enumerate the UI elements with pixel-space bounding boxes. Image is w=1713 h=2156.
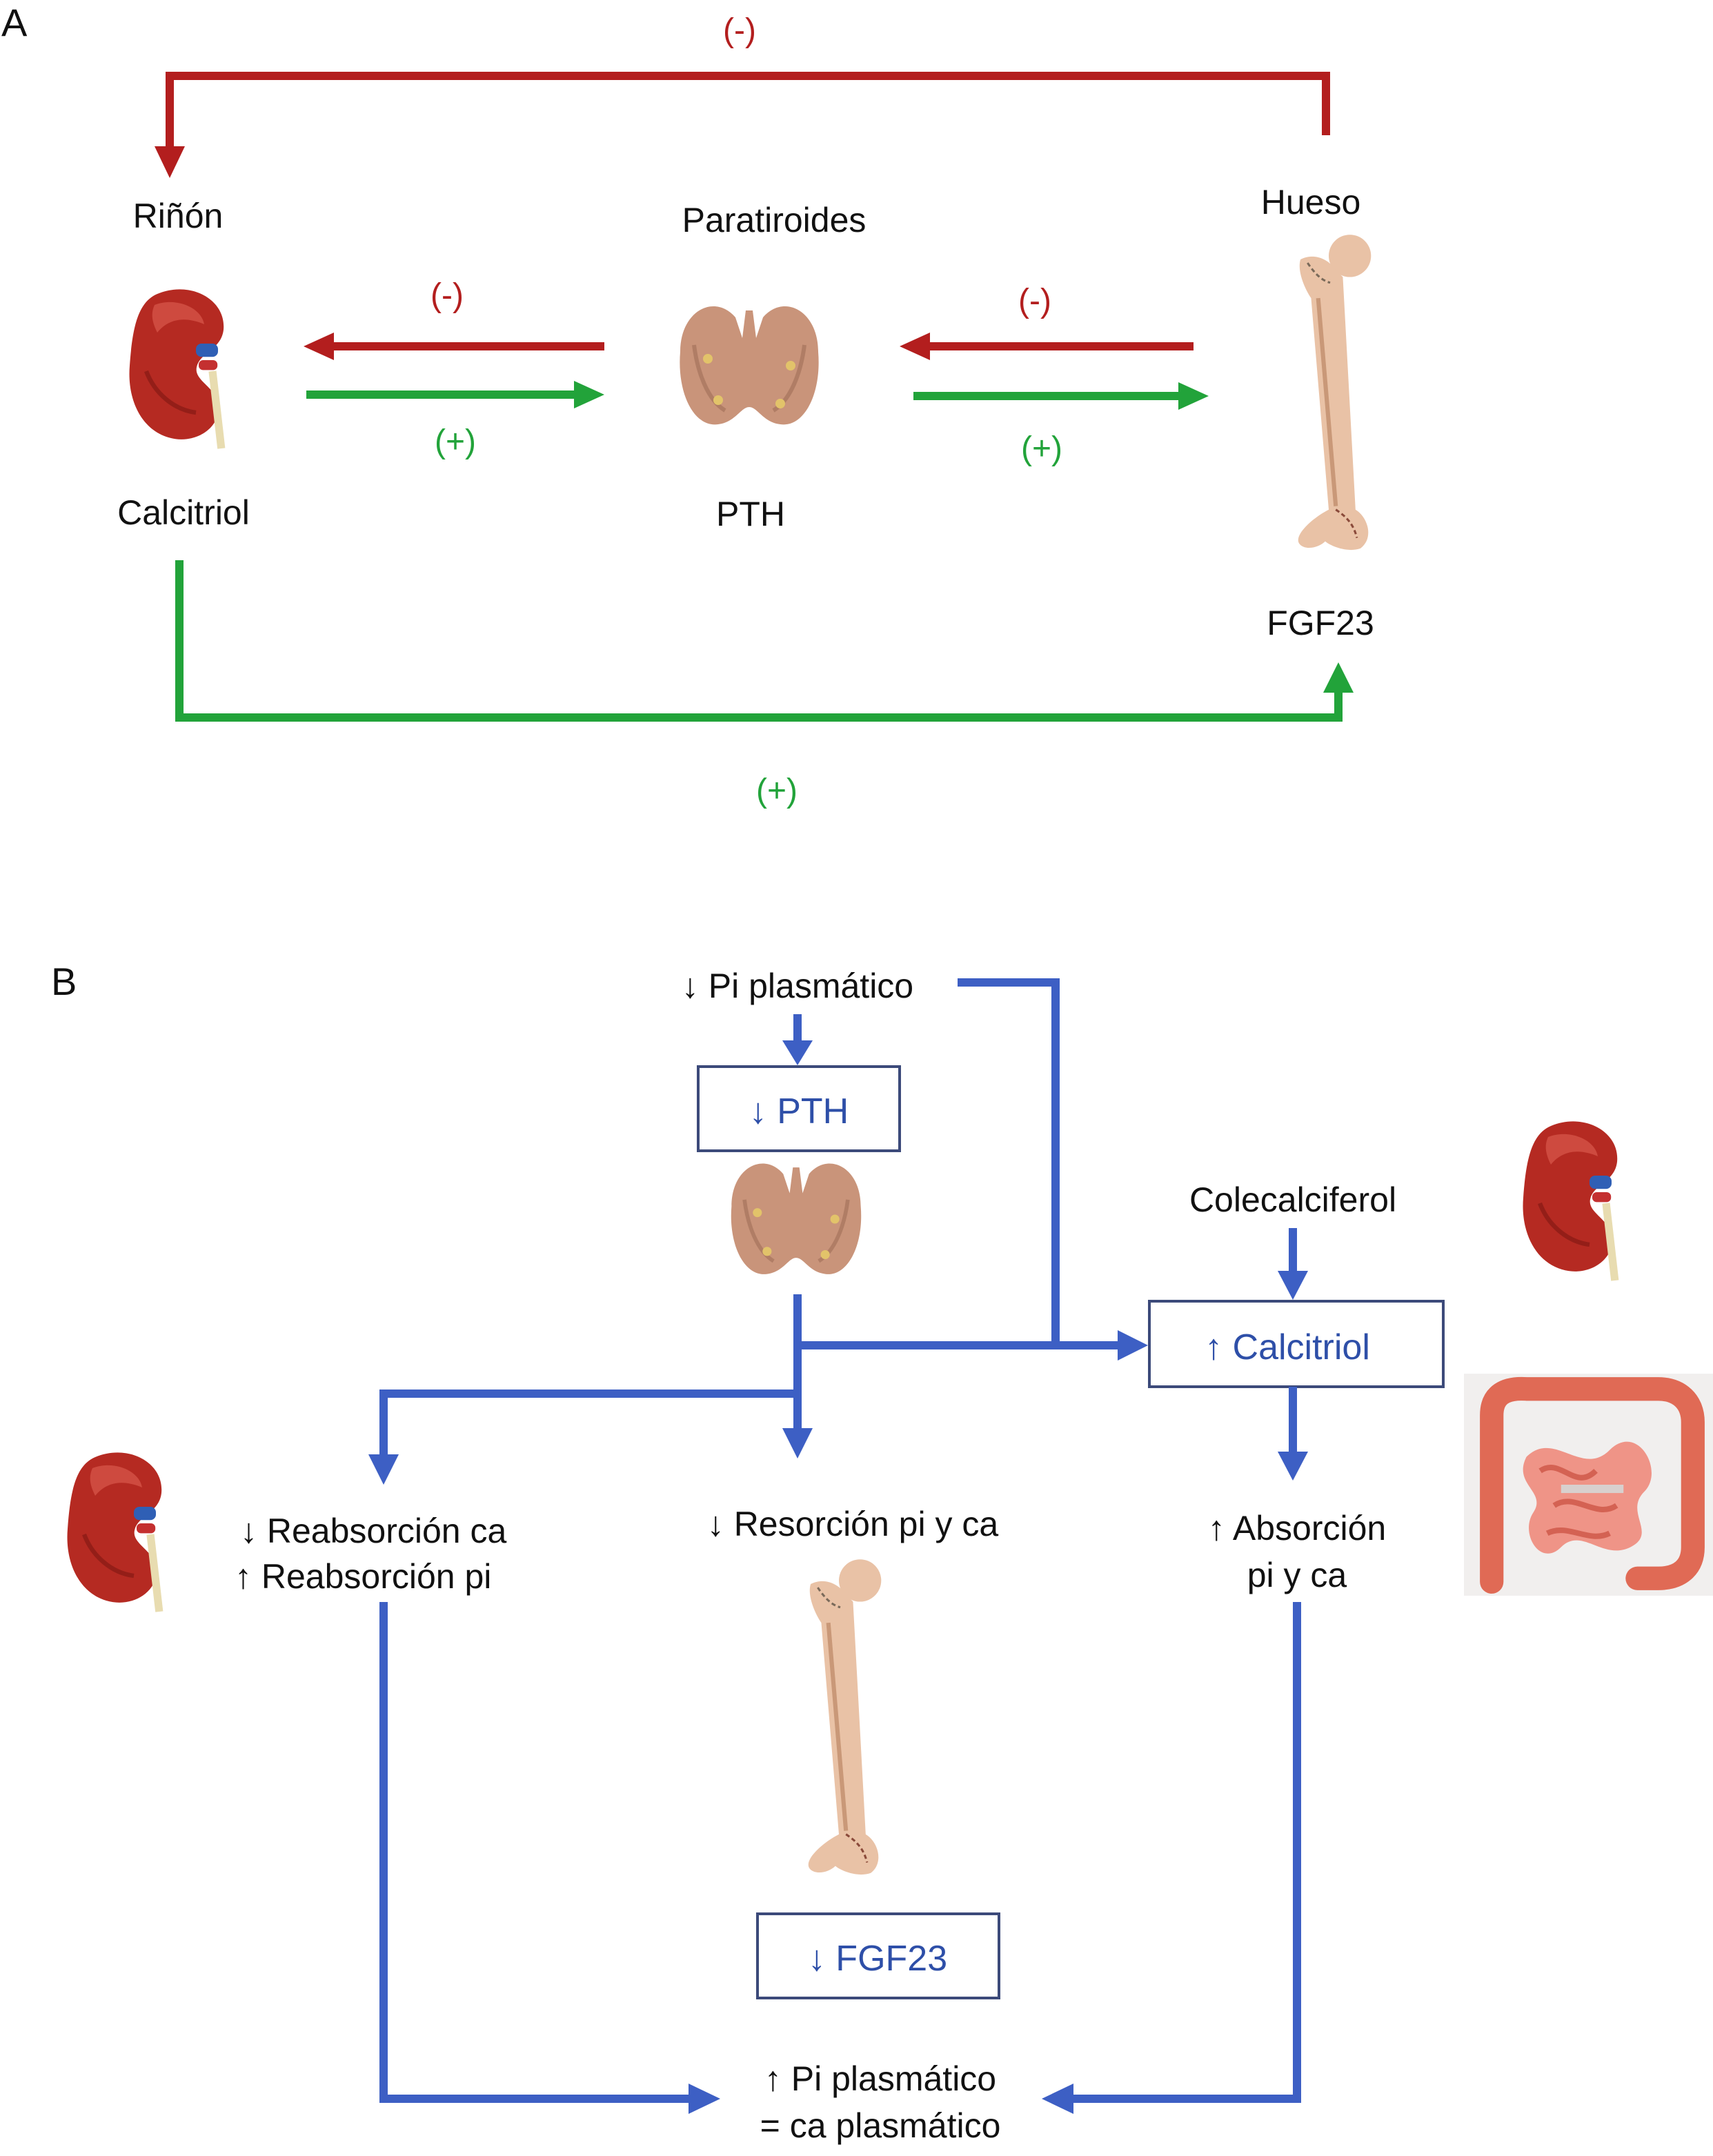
colecalciferol-label: Colecalciferol	[1189, 1180, 1396, 1219]
arrowhead-right-red	[900, 333, 930, 360]
parathyroid-label: Paratiroides	[682, 201, 867, 239]
arrow-reabsorcion-to-result	[379, 1602, 690, 2103]
left-stimulate-sign: (+)	[435, 424, 476, 460]
parathyroid-icon	[731, 1163, 861, 1274]
reabsorcion-ca-label: ↓ Reabsorción ca	[240, 1512, 506, 1550]
arrowhead-reabsorcion	[368, 1454, 399, 1485]
arrowhead-pi-to-pth	[782, 1040, 813, 1065]
panel-b-label: B	[51, 960, 77, 1003]
intestine-icon	[1464, 1374, 1713, 1596]
bone-label: Hueso	[1261, 183, 1361, 221]
panel-a-label: A	[1, 1, 28, 44]
pi-plasma-down-label: ↓ Pi plasmático	[682, 967, 913, 1005]
reabsorcion-pi-label: ↑ Reabsorción pi	[235, 1557, 491, 1596]
bone-icon	[1298, 235, 1372, 550]
arrowhead-bottom	[1323, 662, 1354, 693]
pth-box	[697, 1065, 901, 1152]
kidney-label: Riñón	[133, 197, 224, 235]
left-inhibit-sign: (-)	[430, 277, 464, 314]
result-label-2: = ca plasmático	[760, 2106, 1001, 2145]
panel-a: A (-) (+) (-) (+) (-) (+) Riñón Paratiro…	[1, 1, 1374, 809]
arrow-pth-to-reabsorcion	[379, 1389, 798, 1456]
kidney-icon	[129, 289, 224, 448]
absorcion-label-1: ↑ Absorción	[1208, 1509, 1386, 1547]
arrowhead-colecalciferol	[1278, 1271, 1308, 1300]
fgf23-label: FGF23	[1267, 604, 1374, 642]
top-inhibit-sign: (-)	[723, 12, 756, 49]
arrowhead-absorcion	[1278, 1452, 1308, 1481]
pth-label: PTH	[716, 495, 785, 533]
arrowhead-left-red	[304, 333, 334, 360]
kidney-icon	[1523, 1121, 1617, 1280]
kidney-icon	[67, 1452, 161, 1612]
fgf23-box	[756, 1912, 1000, 1999]
arrowhead-result-right	[1042, 2084, 1073, 2114]
bone-icon	[809, 1559, 882, 1875]
calcitriol-box-label: ↑ Calcitriol	[1205, 1327, 1370, 1367]
pth-box-label: ↓ PTH	[749, 1091, 849, 1131]
panel-b: B ↓ Pi plasmático ↓ PTH Colecalciferol ↑…	[51, 960, 1713, 2145]
parathyroid-icon	[680, 306, 818, 424]
arrow-bone-to-kidney-inhibit	[166, 72, 1330, 148]
arrowhead-left-green	[574, 381, 604, 408]
arrowhead-result-left	[689, 2084, 720, 2114]
arrow-absorcion-to-result	[1072, 1602, 1301, 2103]
arrow-kidney-to-bone-stimulate	[175, 560, 1343, 722]
absorcion-label-2: pi y ca	[1247, 1556, 1347, 1594]
resorcion-label: ↓ Resorción pi y ca	[707, 1505, 999, 1543]
arrow-pi-to-calcitriol	[958, 978, 1060, 1345]
arrowhead-right-green	[1178, 382, 1209, 410]
calcitriol-label: Calcitriol	[117, 493, 250, 532]
right-inhibit-sign: (-)	[1018, 283, 1051, 319]
result-label-1: ↑ Pi plasmático	[764, 2059, 996, 2098]
arrowhead-resorcion	[782, 1428, 813, 1458]
fgf23-box-label: ↓ FGF23	[808, 1939, 947, 1979]
bottom-stimulate-sign: (+)	[756, 773, 798, 809]
arrowhead-calcitriol	[1118, 1330, 1148, 1361]
right-stimulate-sign: (+)	[1021, 431, 1062, 467]
arrowhead-top	[155, 146, 185, 178]
